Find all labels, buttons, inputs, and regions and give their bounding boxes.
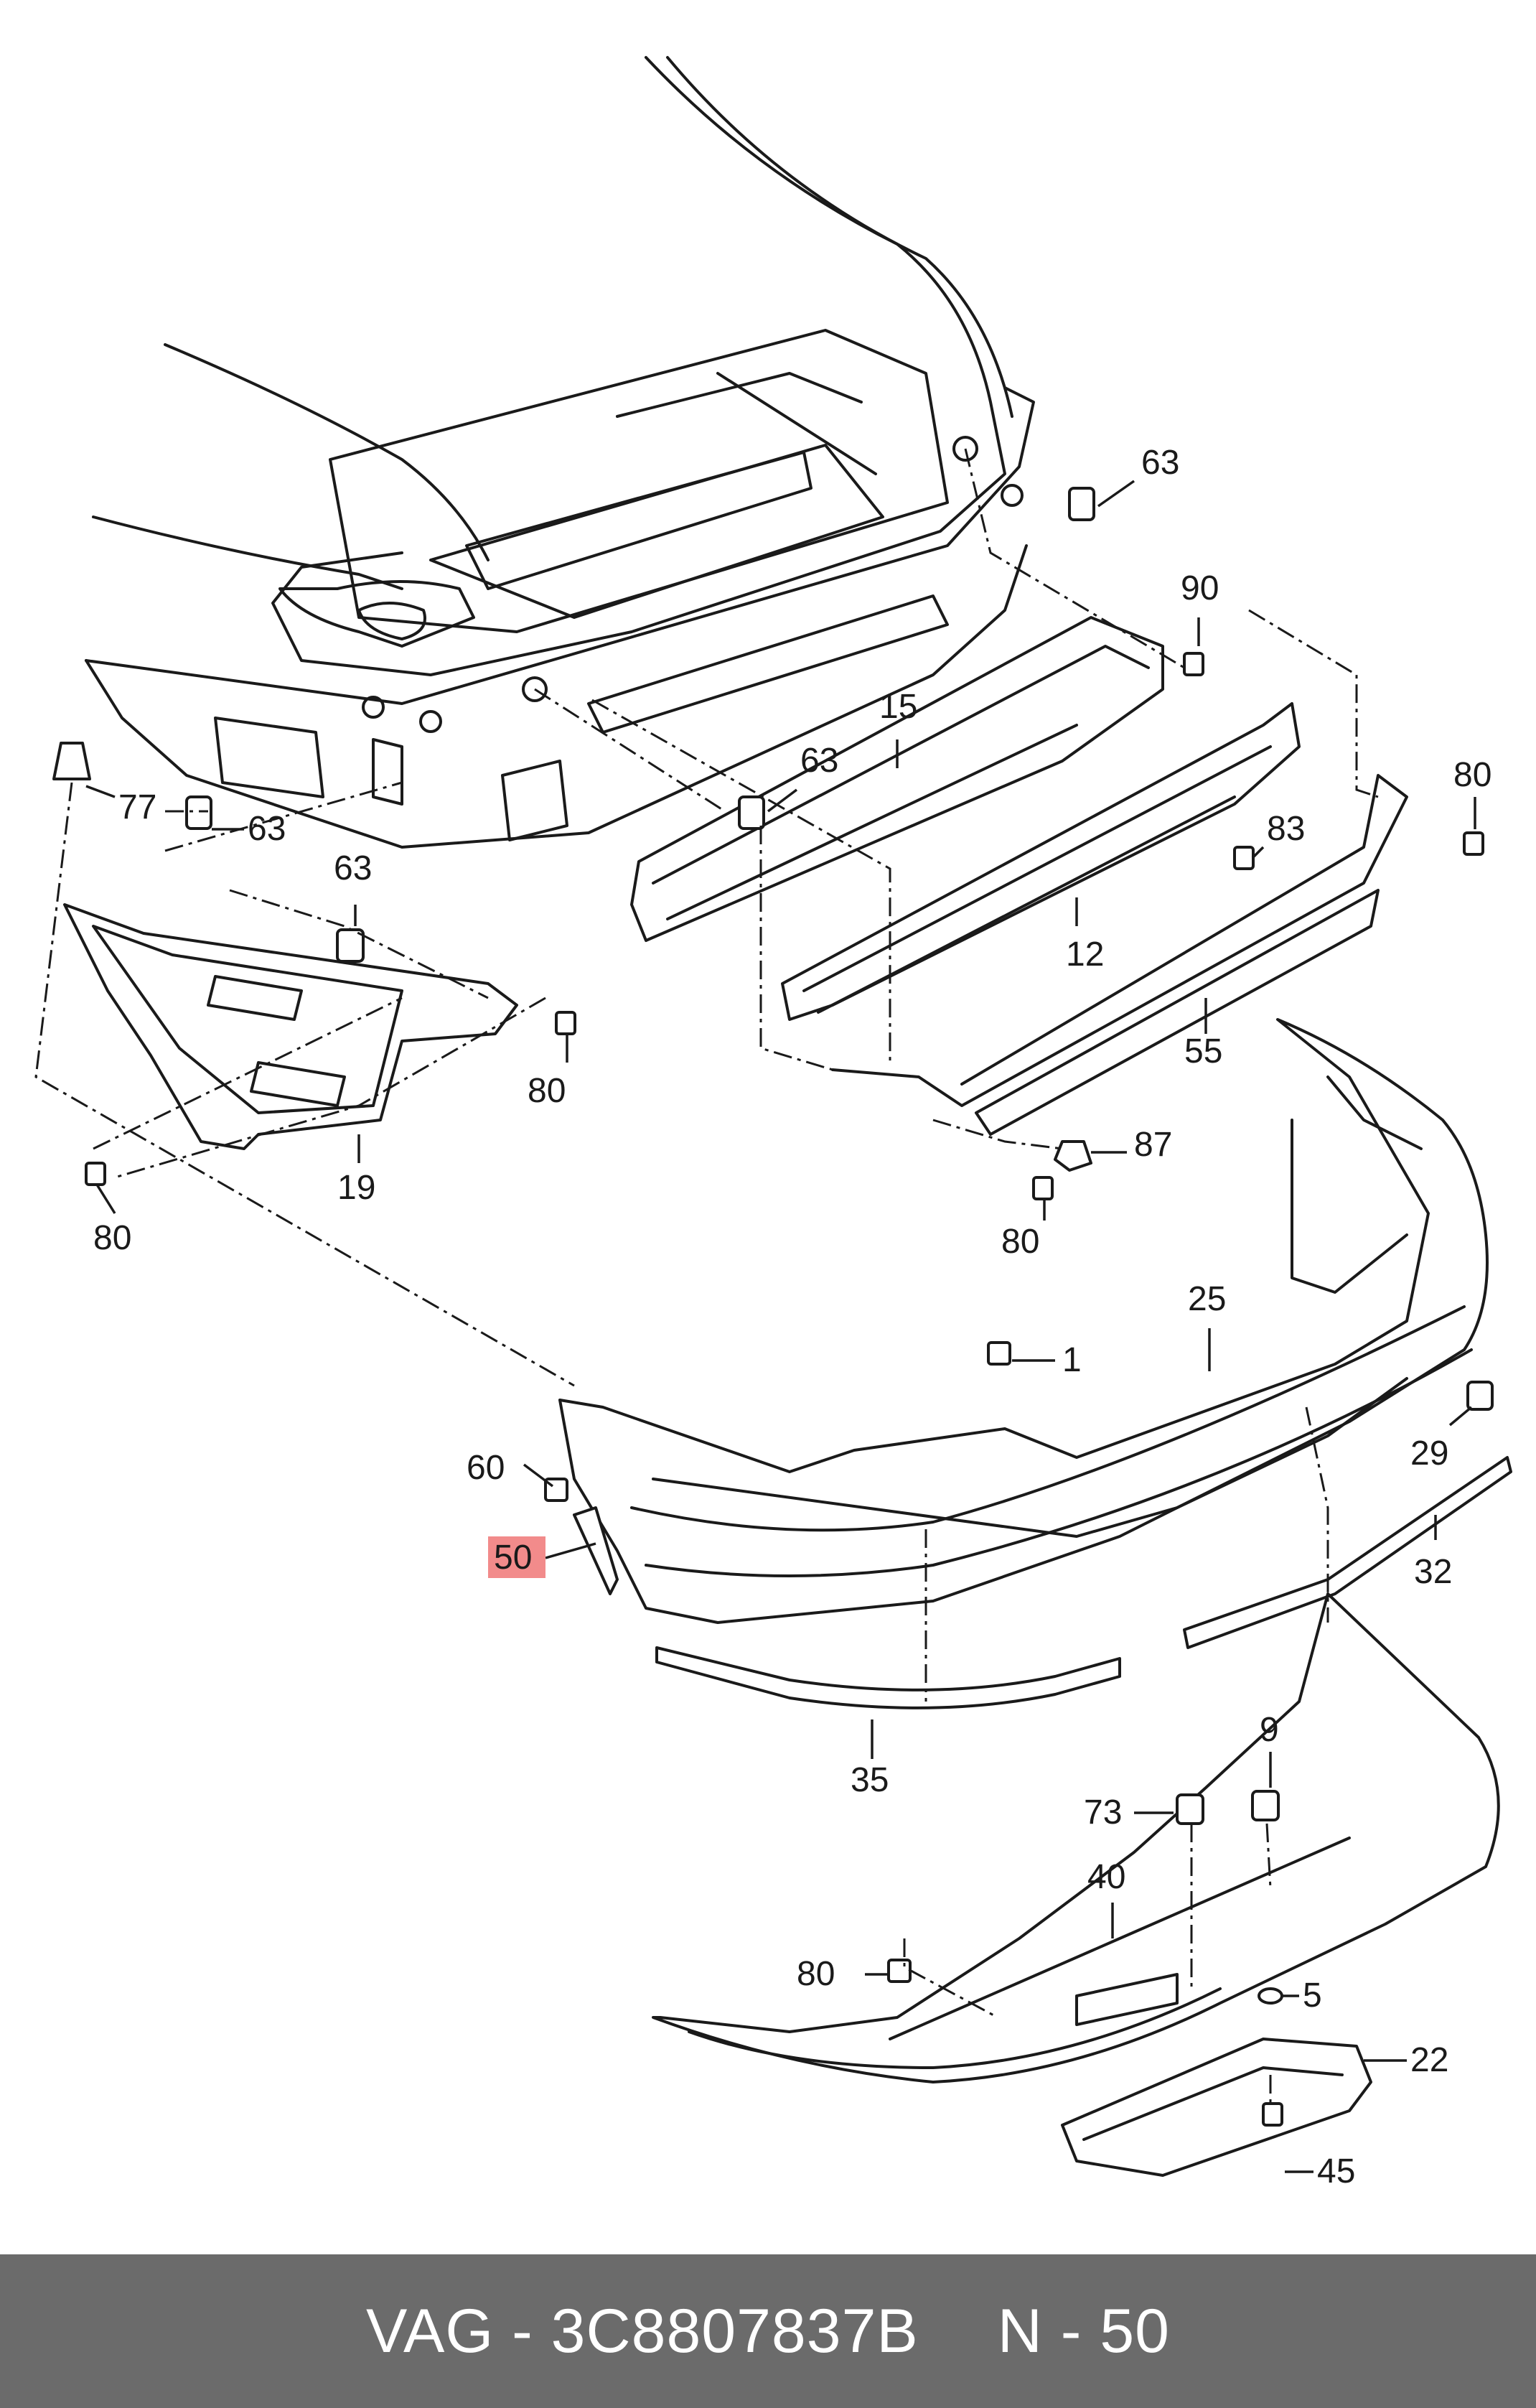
- callout-63: 63: [1141, 444, 1179, 482]
- fastener-icons: [52, 487, 1494, 2127]
- absorber-12: [781, 702, 1301, 1021]
- callout-80: 80: [797, 1955, 835, 1993]
- callout-22: 22: [1410, 2041, 1448, 2079]
- callout-60: 60: [467, 1449, 505, 1487]
- callout-35: 35: [851, 1761, 889, 1799]
- bracket-19: [63, 903, 518, 1150]
- callout-45: 45: [1317, 2152, 1355, 2190]
- callout-55: 55: [1184, 1032, 1222, 1070]
- callout-63: 63: [800, 742, 838, 780]
- diffuser-40: [652, 1592, 1500, 2083]
- callout-90: 90: [1181, 569, 1219, 607]
- callout-50: 50: [494, 1539, 532, 1577]
- callout-25: 25: [1188, 1280, 1226, 1318]
- callout-29: 29: [1410, 1434, 1448, 1473]
- callout-87: 87: [1134, 1126, 1172, 1164]
- car-body-rear: [85, 56, 1035, 849]
- callout-19: 19: [337, 1169, 375, 1207]
- guide-lines: [34, 448, 1379, 2104]
- callout-73: 73: [1084, 1793, 1122, 1831]
- callout-80: 80: [528, 1072, 566, 1110]
- position-number: N - 50: [997, 2296, 1170, 2366]
- footer-bar: VAG - 3C8807837B N - 50: [0, 2254, 1536, 2408]
- crossmember-15: [630, 616, 1164, 942]
- leader-lines: [85, 480, 1476, 2173]
- callout-5: 5: [1303, 1977, 1322, 2015]
- callout-77: 77: [118, 788, 156, 826]
- bumper-cover-25: [558, 1018, 1489, 1624]
- callout-80: 80: [93, 1219, 131, 1257]
- callout-12: 12: [1066, 935, 1104, 974]
- parts-diagram: 63 90 15 63 80 77 63 83 63 12 55 80 19 8…: [34, 56, 1512, 2190]
- callout-40: 40: [1087, 1858, 1125, 1896]
- callout-1: 1: [1062, 1341, 1082, 1379]
- callout-83: 83: [1267, 810, 1305, 848]
- part-number: VAG - 3C8807837B: [366, 2296, 919, 2366]
- callout-9: 9: [1260, 1711, 1279, 1749]
- callout-50-highlight: [488, 1536, 545, 1578]
- callout-63: 63: [248, 810, 286, 848]
- callout-63: 63: [334, 849, 372, 887]
- callout-labels: 63 90 15 63 80 77 63 83 63 12 55 80 19 8…: [93, 444, 1491, 2190]
- trim-strip-32: [1183, 1456, 1512, 1649]
- callout-15: 15: [879, 688, 917, 726]
- trim-strip-35: [655, 1646, 1121, 1709]
- callout-80: 80: [1001, 1223, 1039, 1261]
- guide-55: [831, 774, 1408, 1136]
- panel-22: [1061, 2038, 1372, 2177]
- callout-32: 32: [1414, 1553, 1452, 1591]
- callout-80: 80: [1453, 756, 1491, 794]
